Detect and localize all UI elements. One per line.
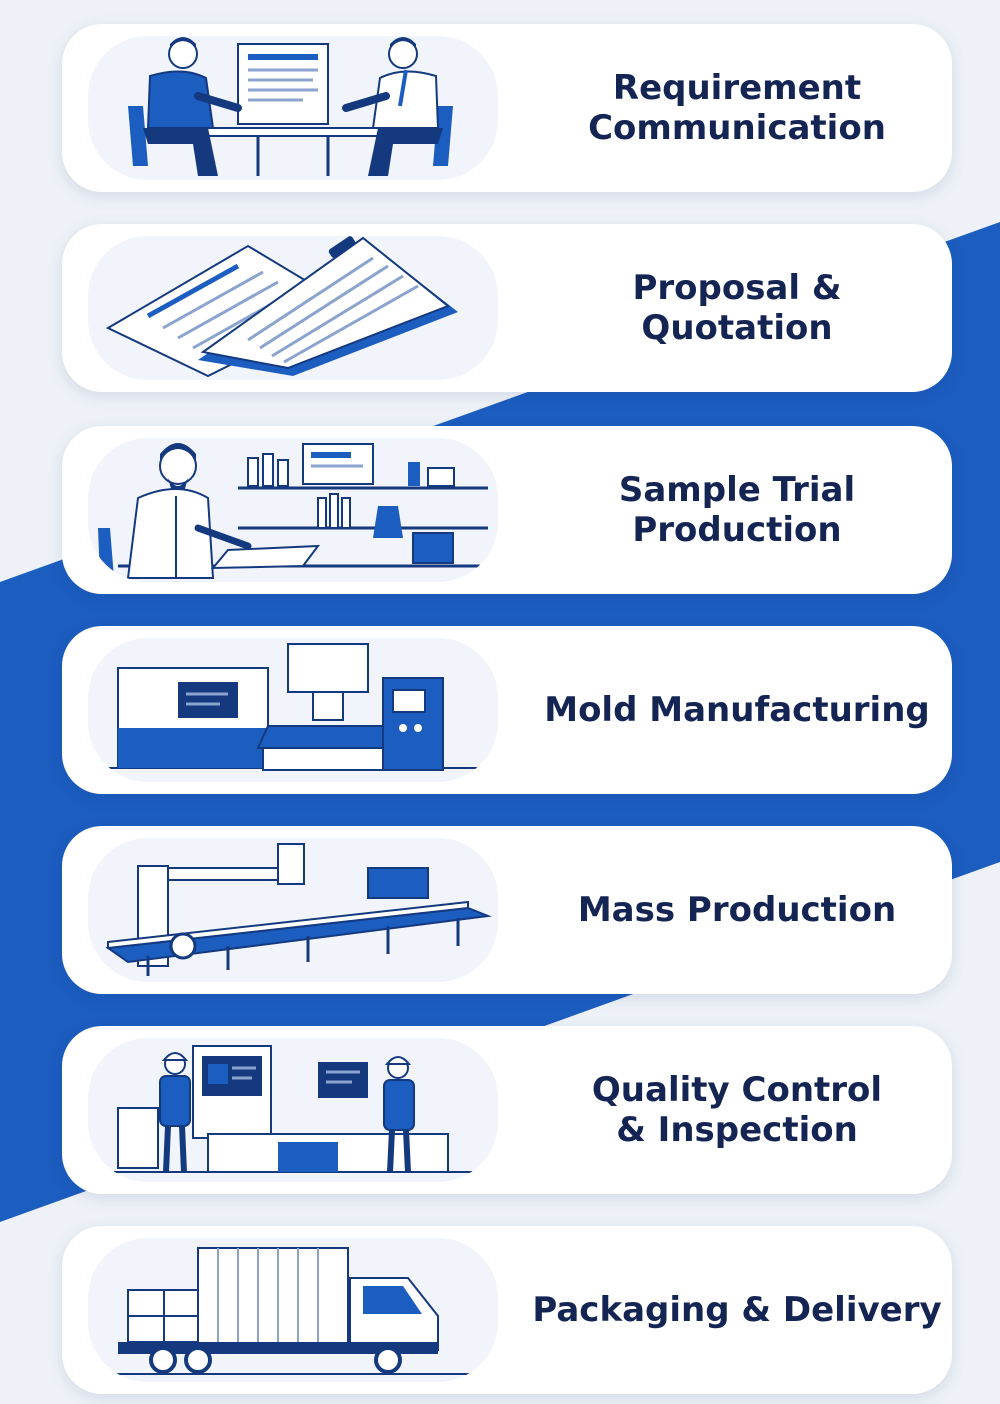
step-label: Requirement Communication [532,24,942,192]
laboratory-icon [88,438,498,582]
meeting-icon [88,36,498,180]
step-label: Quality Control & Inspection [532,1026,942,1194]
step-card-requirement-communication: Requirement Communication [62,24,952,192]
step-card-packaging-delivery: Packaging & Delivery [62,1226,952,1394]
step-card-quality-control-inspection: Quality Control & Inspection [62,1026,952,1194]
step-label: Mold Manufacturing [532,626,942,794]
step-card-proposal-quotation: Proposal & Quotation [62,224,952,392]
step-card-mold-manufacturing: Mold Manufacturing [62,626,952,794]
machining-center-icon [88,638,498,782]
inspection-station-icon [88,1038,498,1182]
step-card-sample-trial-production: Sample Trial Production [62,426,952,594]
step-card-mass-production: Mass Production [62,826,952,994]
step-label: Mass Production [532,826,942,994]
delivery-truck-icon [88,1238,498,1382]
step-label: Sample Trial Production [532,426,942,594]
production-line-icon [88,838,498,982]
step-label: Packaging & Delivery [532,1226,942,1394]
documents-icon [88,236,498,380]
step-label: Proposal & Quotation [532,224,942,392]
